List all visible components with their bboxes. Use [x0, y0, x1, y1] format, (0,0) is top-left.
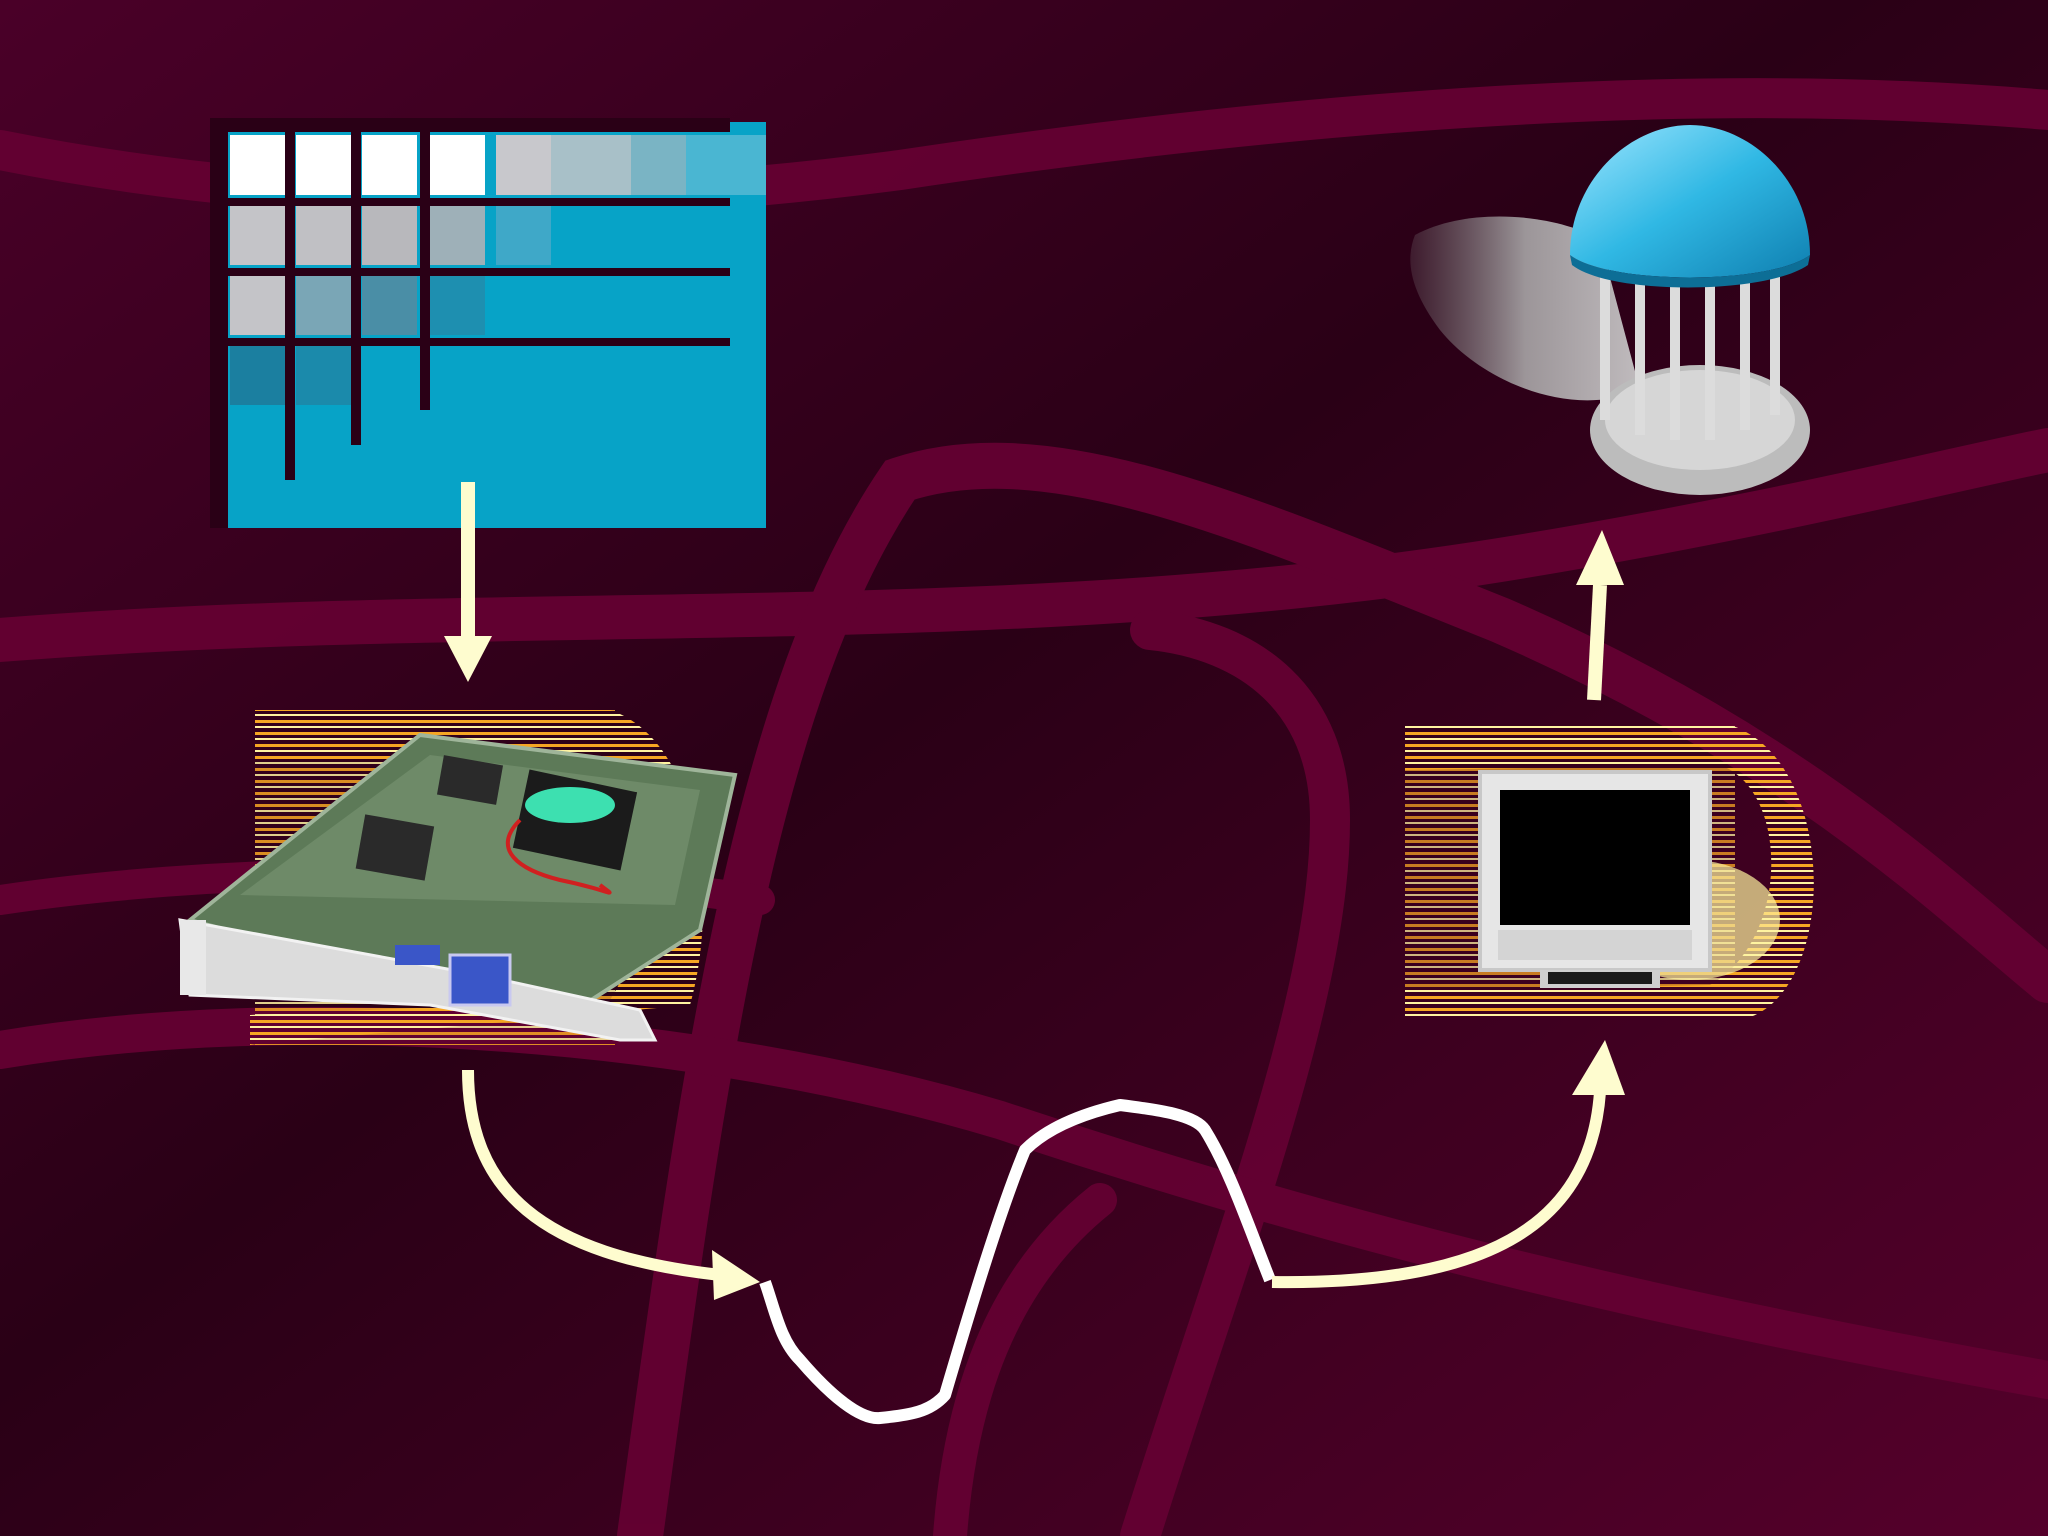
vga-connector	[448, 953, 512, 1007]
arrow-monitor-to-viewer	[1576, 530, 1624, 701]
pixel-grid-icon	[210, 118, 766, 528]
viewer-node	[1410, 125, 1810, 495]
dome-viewer-icon	[1410, 125, 1810, 495]
arrow-framebuffer-to-card	[444, 482, 492, 682]
crt-monitor-icon	[1478, 770, 1712, 988]
monitor-node	[1405, 725, 1814, 1020]
analog-signal-wave	[759, 1099, 1276, 1425]
pixel-grid-cells	[230, 135, 766, 405]
monitor-screen	[1500, 790, 1690, 925]
video-card-node	[178, 710, 738, 1045]
pixel-grid-lines	[210, 118, 730, 528]
graphics-card-icon	[178, 732, 738, 1042]
arrow-signal-to-monitor	[1271, 1040, 1625, 1289]
frame-buffer-node	[210, 118, 766, 528]
arrow-card-to-signal	[462, 1069, 760, 1300]
